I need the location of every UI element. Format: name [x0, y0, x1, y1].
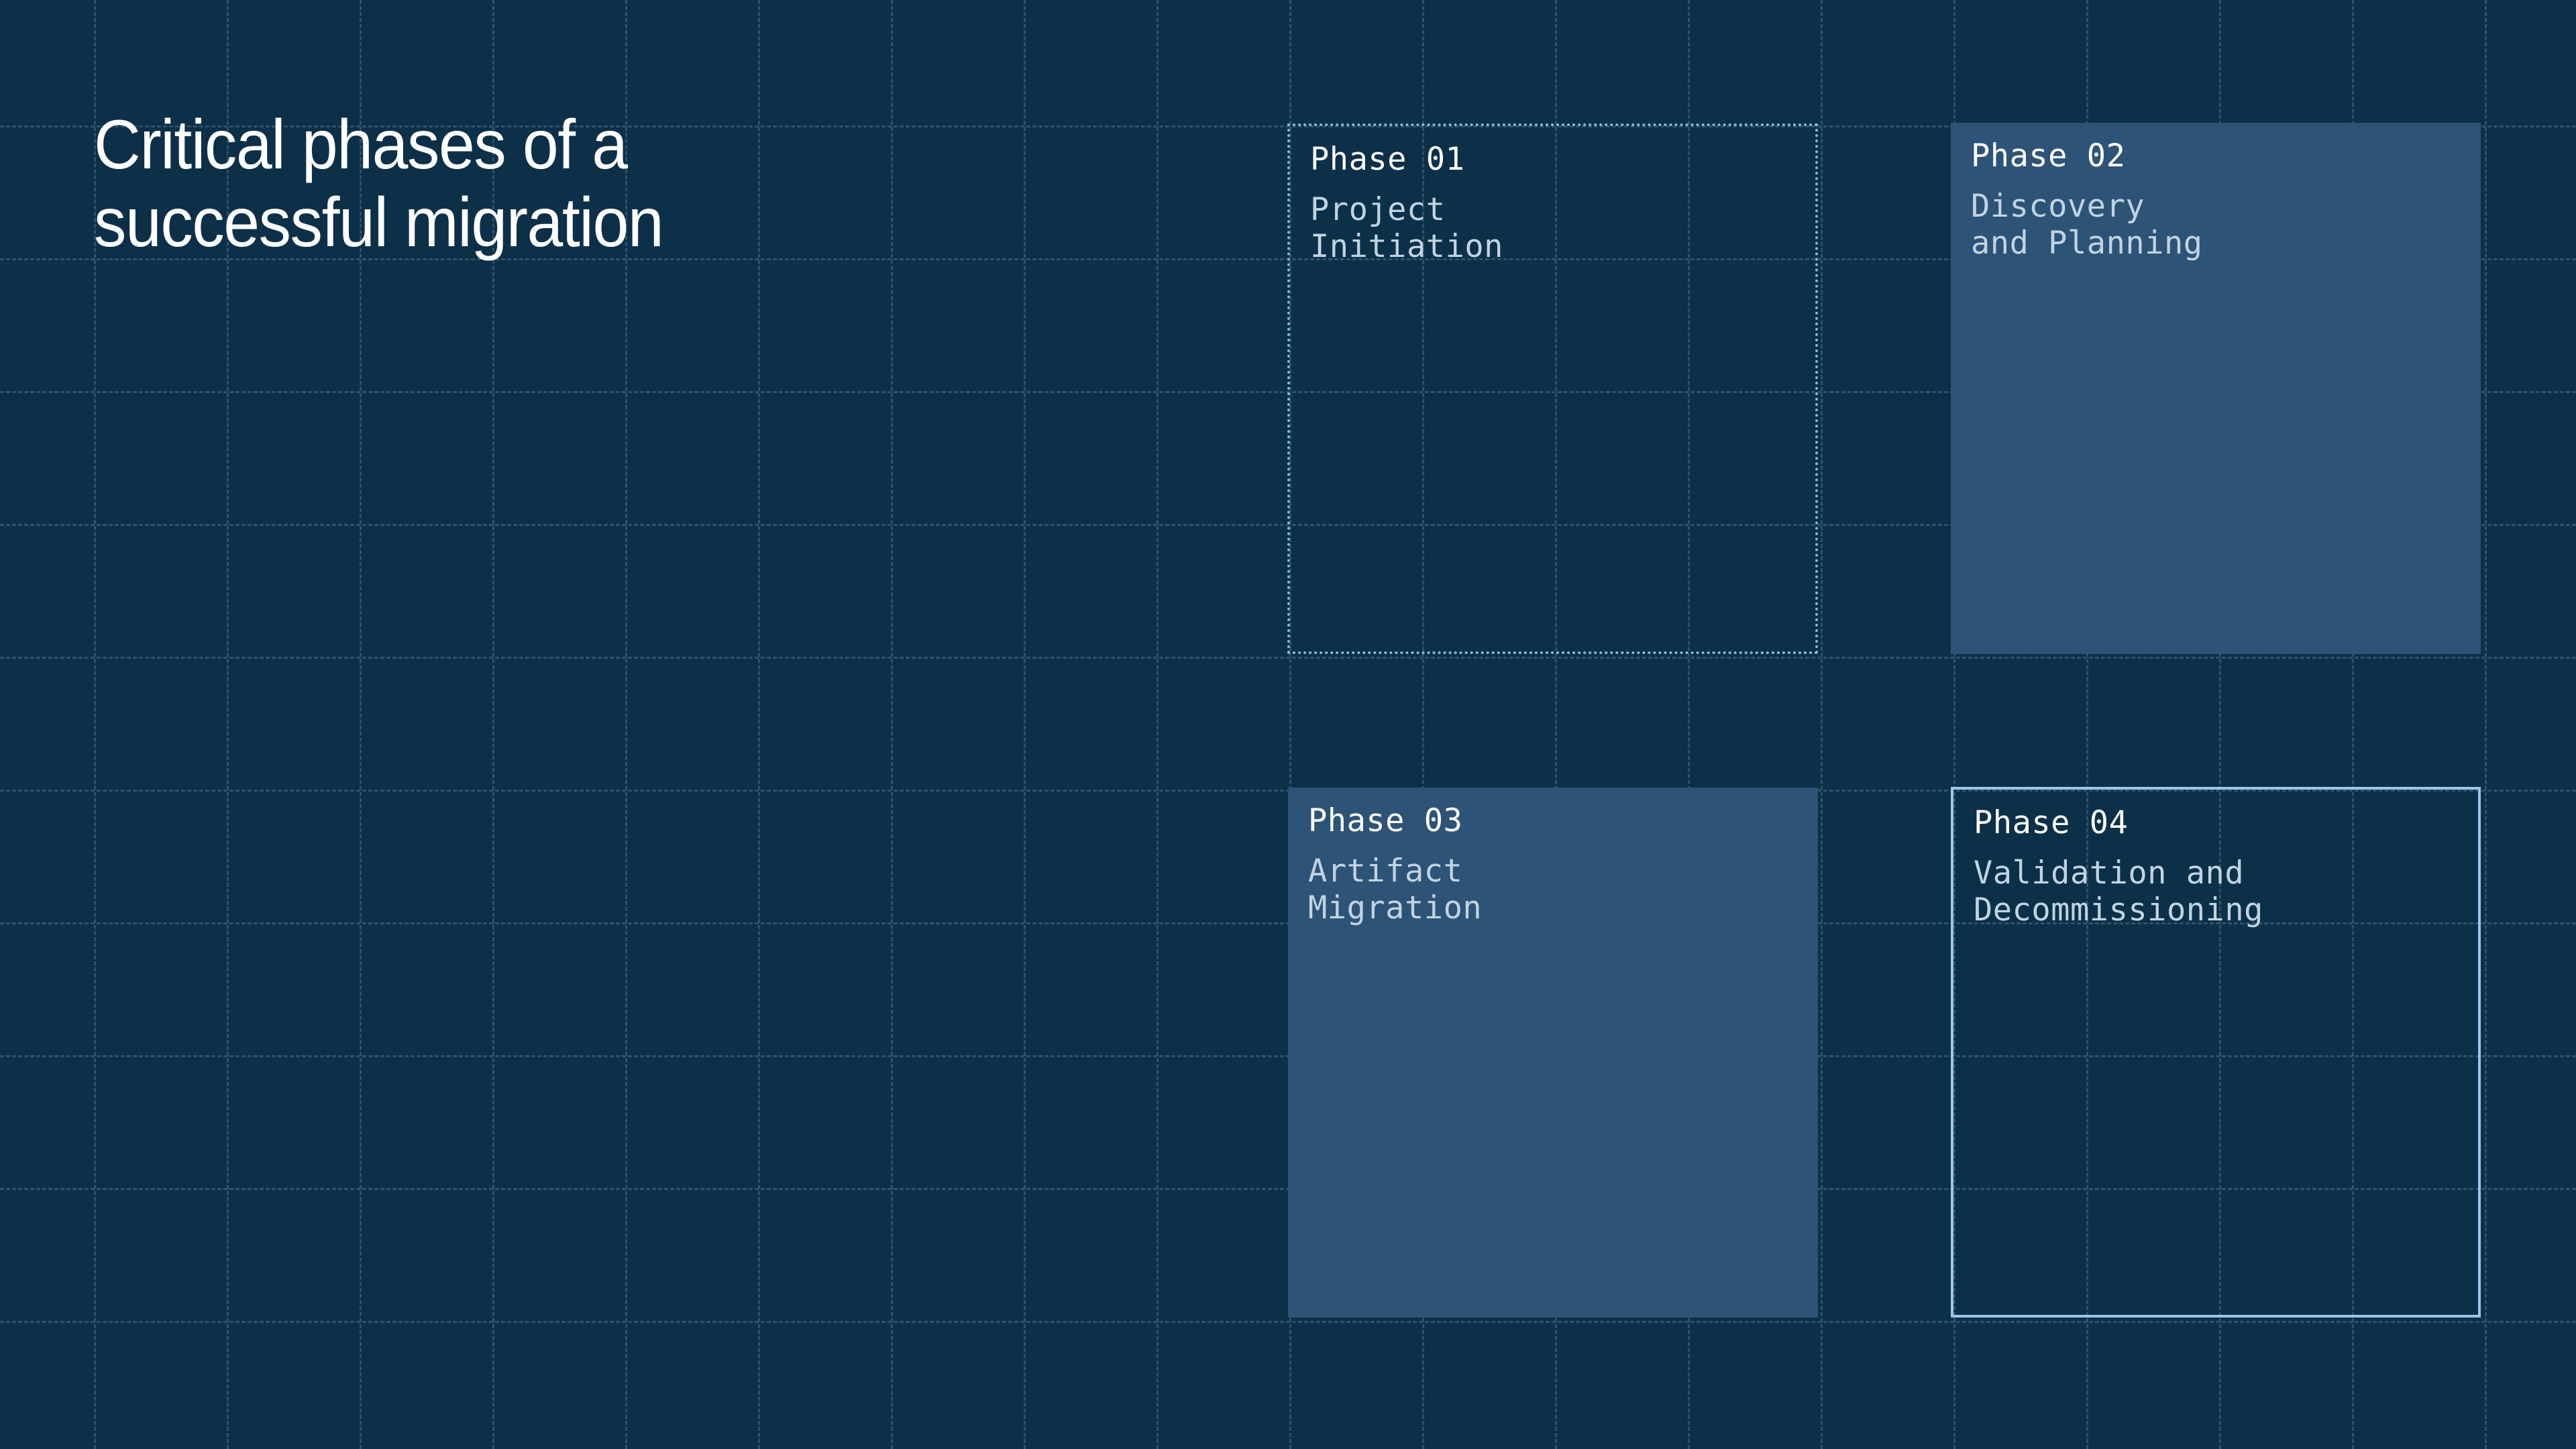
phase-card-03[interactable]: Phase 03 Artifact Migration: [1288, 788, 1818, 1318]
phase-card-04-description: Validation and Decommissioning: [1974, 855, 2263, 929]
phase-card-01[interactable]: Phase 01 Project Initiation: [1287, 123, 1818, 654]
phase-card-01-description: Project Initiation: [1310, 191, 1503, 266]
phase-card-02-label: Phase 02: [1971, 138, 2126, 174]
phase-card-04[interactable]: Phase 04 Validation and Decommissioning: [1951, 787, 2481, 1318]
page-title: Critical phases of a successful migratio…: [94, 106, 664, 262]
phase-card-01-label: Phase 01: [1310, 141, 1465, 178]
phase-card-02[interactable]: Phase 02 Discovery and Planning: [1951, 123, 2481, 654]
phase-card-03-description: Artifact Migration: [1308, 853, 1483, 927]
phase-card-04-label: Phase 04: [1974, 804, 2129, 841]
phase-card-03-label: Phase 03: [1308, 802, 1463, 839]
phase-card-02-description: Discovery and Planning: [1971, 188, 2203, 262]
